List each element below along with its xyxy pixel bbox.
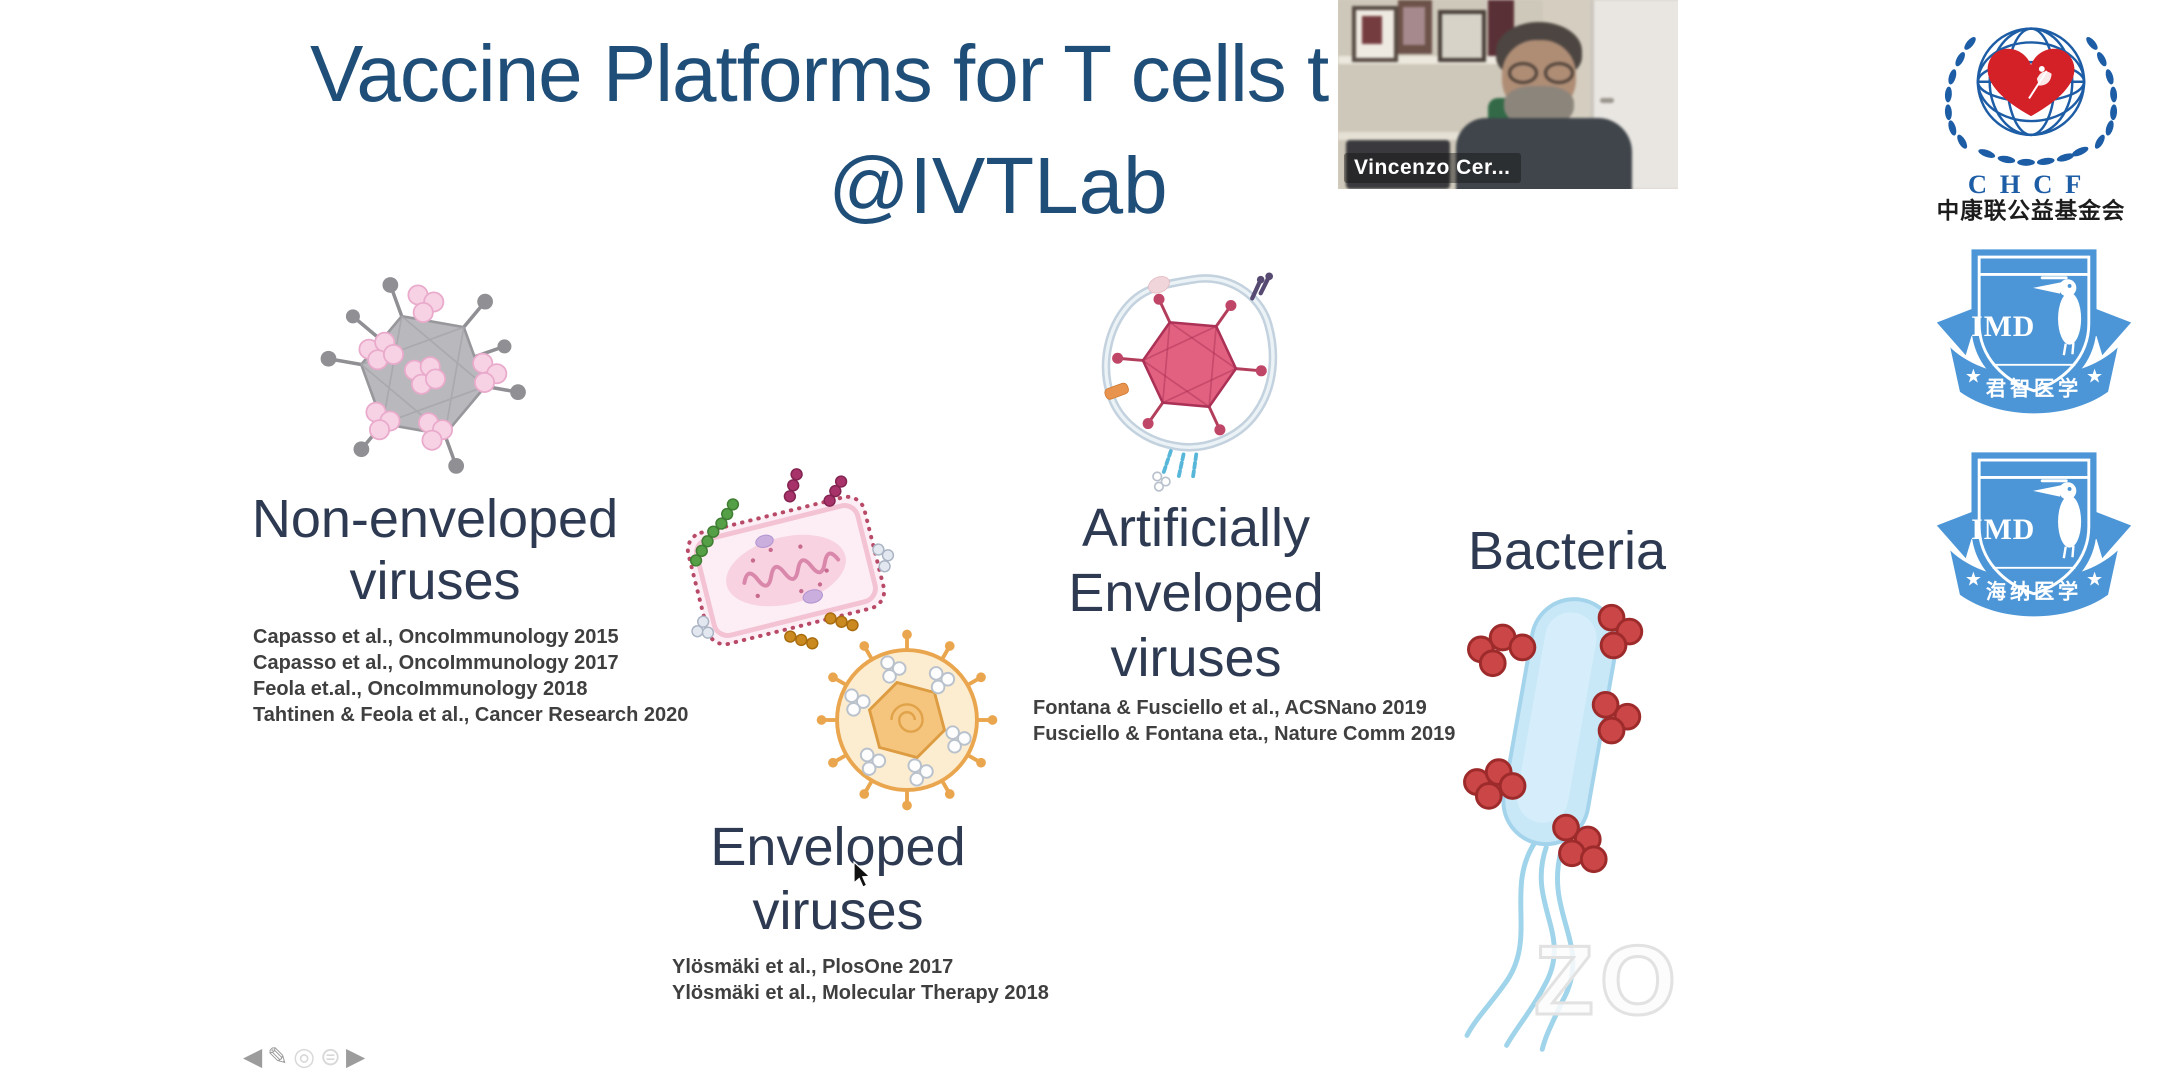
- platform-label-bacteria: Bacteria: [1468, 520, 1666, 582]
- star-icon: [1966, 368, 1981, 383]
- imd-badge-haina: IMD 海纳医学: [1933, 437, 2135, 629]
- slideshow-toolbar: ◀ ✎ ◎ ⊜ ▶: [243, 1044, 365, 1070]
- slide-title-line2: @IVTLab: [828, 141, 1168, 230]
- chcf-acronym: CHCF: [1968, 169, 2094, 199]
- non-enveloped-virus-icon: [320, 272, 530, 478]
- star-icon: [2087, 571, 2102, 586]
- imd-badge-junzhi: IMD 君智医学: [1933, 234, 2135, 426]
- label-line: viruses: [1110, 628, 1282, 688]
- enveloped-virus-round-icon: [805, 618, 1009, 822]
- label-line: viruses: [349, 551, 521, 611]
- imd-abbr: IMD: [1971, 310, 2035, 343]
- imd-bird-icon: [2033, 276, 2082, 356]
- mouse-cursor: [853, 861, 871, 888]
- citation: Capasso et al., OncoImmunology 2015: [253, 626, 619, 648]
- previous-slide-icon[interactable]: ◀: [243, 1043, 263, 1071]
- laser-pointer-icon[interactable]: ◎: [293, 1043, 316, 1071]
- slide-overview-icon[interactable]: ⊜: [320, 1043, 341, 1071]
- citation: Tahtinen & Feola et al., Cancer Research…: [253, 704, 689, 726]
- pen-tool-icon[interactable]: ✎: [267, 1043, 289, 1071]
- citation: Ylösmäki et al., Molecular Therapy 2018: [672, 982, 1049, 1004]
- citation: Feola et.al., OncoImmunology 2018: [253, 678, 588, 700]
- platform-label-artificially-enveloped: Artificially Enveloped viruses: [1068, 496, 1323, 691]
- citations-non-enveloped: Capasso et al., OncoImmunology 2015 Capa…: [253, 624, 688, 728]
- label-line: Non-enveloped: [251, 489, 619, 549]
- label-line: viruses: [752, 881, 924, 941]
- imd-ribbon-text: 君智医学: [1986, 377, 2082, 401]
- webcam-video-tile[interactable]: Vincenzo Cer...: [1338, 0, 1678, 189]
- label-line: Enveloped: [710, 817, 966, 877]
- webcam-scene: [1338, 0, 1678, 189]
- chcf-logo: CHCF 中康联公益基金会: [1913, 8, 2149, 224]
- label-line: Artificially: [1081, 498, 1311, 558]
- citation: Ylösmäki et al., PlosOne 2017: [672, 956, 954, 978]
- bacteria-icon: [1447, 588, 1685, 1078]
- citation: Capasso et al., OncoImmunology 2017: [253, 652, 619, 674]
- star-icon: [2087, 368, 2102, 383]
- citation: Fusciello & Fontana eta., Nature Comm 20…: [1033, 723, 1456, 745]
- artificially-enveloped-virus-icon: [1086, 254, 1298, 492]
- label-line: Bacteria: [1467, 521, 1667, 581]
- star-icon: [1966, 571, 1981, 586]
- platform-label-non-enveloped: Non-enveloped viruses: [252, 488, 618, 612]
- citation: Fontana & Fusciello et al., ACSNano 2019: [1033, 697, 1427, 719]
- chcf-chinese-name: 中康联公益基金会: [1937, 197, 2126, 223]
- citations-artificially-enveloped: Fontana & Fusciello et al., ACSNano 2019…: [1033, 695, 1455, 747]
- citations-enveloped: Ylösmäki et al., PlosOne 2017 Ylösmäki e…: [672, 954, 1049, 1006]
- imd-abbr: IMD: [1971, 513, 2035, 546]
- platform-label-enveloped: Enveloped viruses: [710, 815, 965, 943]
- imd-bird-icon: [2033, 479, 2082, 559]
- imd-ribbon-text: 海纳医学: [1986, 580, 2082, 604]
- label-line: Enveloped: [1068, 563, 1324, 623]
- next-slide-icon[interactable]: ▶: [345, 1043, 366, 1071]
- enveloped-virus-rect-icon: [655, 462, 917, 684]
- participant-name-label: Vincenzo Cer...: [1344, 153, 1521, 183]
- slide-title-line1: Vaccine Platforms for T cells t: [310, 29, 1329, 118]
- zoom-watermark: ZO: [1532, 924, 1683, 1037]
